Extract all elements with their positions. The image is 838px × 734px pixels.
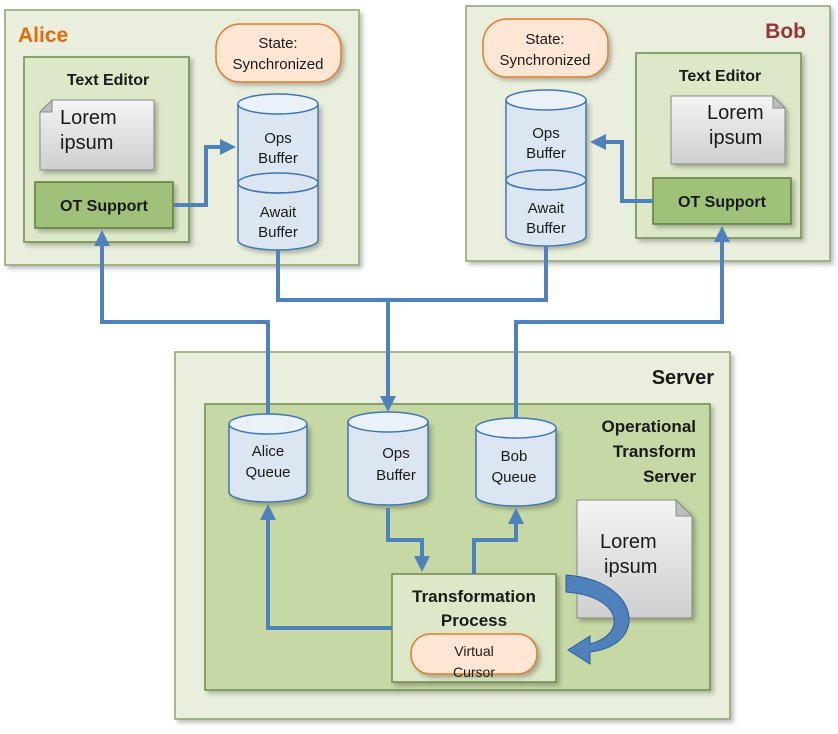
bob-doc-text-2: ipsum	[709, 127, 762, 149]
alice-client: Alice State: Synchronized Text Editor Lo…	[4, 9, 360, 266]
alice-buffer-cylinder: Ops Buffer Await Buffer	[237, 93, 319, 251]
server-ops-buffer-line2: Buffer	[376, 467, 416, 484]
server: Server Operational Transform Server Alic…	[174, 351, 731, 720]
transform-to-alice-queue-arrow	[260, 504, 392, 630]
bob-buffer-cylinder: Ops Buffer Await Buffer	[505, 89, 587, 247]
transform-to-bob-queue-arrow	[472, 508, 524, 574]
bob-doc-text-1: Lorem	[707, 102, 764, 124]
bob-ot-support	[652, 177, 792, 225]
bob-state-value: Synchronized	[500, 52, 591, 69]
bob-title: Bob	[765, 20, 806, 43]
server-doc-text-2: ipsum	[604, 556, 657, 578]
virtual-cursor-line1: Virtual	[454, 643, 493, 659]
alice-state-value: Synchronized	[233, 56, 324, 73]
bob-queue-line1: Bob	[501, 448, 528, 465]
bob-state-pill: State: Synchronized	[482, 18, 609, 78]
ot-server-title-3: Server	[643, 467, 696, 486]
virtual-cursor-pill: Virtual Cursor	[410, 633, 538, 680]
alice-ops-buffer-line2: Buffer	[258, 150, 298, 167]
transformation-process-title-2: Process	[441, 611, 507, 630]
ot-server-title-1: Operational	[602, 417, 696, 436]
alice-state-pill: State: Synchronized	[215, 23, 342, 83]
alice-state-label: State:	[258, 35, 297, 52]
alice-ot-to-buffer-arrow	[173, 139, 236, 207]
alice-buffer-to-server-arrow	[276, 250, 396, 412]
bob-queue-to-client-arrow	[514, 226, 730, 418]
transformation-process-title-1: Transformation	[412, 587, 536, 606]
bob-ot-support-label: OT Support	[678, 194, 767, 211]
alice-title: Alice	[18, 24, 68, 47]
bob-buffer-to-server-line	[388, 246, 548, 302]
alice-ops-buffer-line1: Ops	[264, 130, 292, 147]
server-doc-text-1: Lorem	[600, 531, 657, 553]
alice-await-buffer-line1: Await	[260, 204, 297, 221]
bob-await-buffer-line1: Await	[528, 200, 565, 217]
alice-queue-line2: Queue	[245, 464, 290, 481]
server-ops-buffer-cylinder: Ops Buffer	[347, 411, 429, 506]
ot-server-title-2: Transform	[613, 442, 696, 461]
alice-text-editor-title: Text Editor	[67, 72, 149, 89]
bob-await-buffer-line2: Buffer	[526, 220, 566, 237]
bob-client: Bob State: Synchronized Text Editor Lore…	[465, 5, 831, 262]
alice-queue-to-client-arrow	[94, 230, 270, 414]
bob-queue-cylinder: Bob Queue	[475, 417, 557, 507]
apply-curved-arrow	[565, 574, 630, 665]
bob-state-label: State:	[525, 31, 564, 48]
alice-ot-support	[34, 181, 174, 229]
bob-queue-line2: Queue	[491, 469, 536, 486]
alice-queue-line1: Alice	[252, 443, 285, 460]
alice-document-icon: Lorem ipsum	[38, 98, 155, 171]
ops-buffer-to-transform-arrow	[386, 508, 430, 572]
alice-doc-text-1: Lorem	[60, 107, 117, 129]
server-document-icon: Lorem ipsum	[576, 498, 694, 619]
bob-ops-buffer-line1: Ops	[532, 125, 560, 142]
bob-ops-buffer-line2: Buffer	[526, 145, 566, 162]
alice-ot-support-label: OT Support	[60, 198, 149, 215]
alice-queue-cylinder: Alice Queue	[228, 413, 308, 503]
bob-text-editor-title: Text Editor	[679, 68, 761, 85]
server-ops-buffer-line1: Ops	[382, 445, 410, 462]
connectors	[94, 134, 730, 630]
virtual-cursor-line2: Cursor	[453, 664, 495, 680]
alice-doc-text-2: ipsum	[60, 132, 113, 154]
bob-document-icon: Lorem ipsum	[670, 94, 787, 165]
bob-ot-to-buffer-arrow	[590, 134, 653, 203]
server-title: Server	[652, 367, 714, 389]
alice-await-buffer-line2: Buffer	[258, 224, 298, 241]
